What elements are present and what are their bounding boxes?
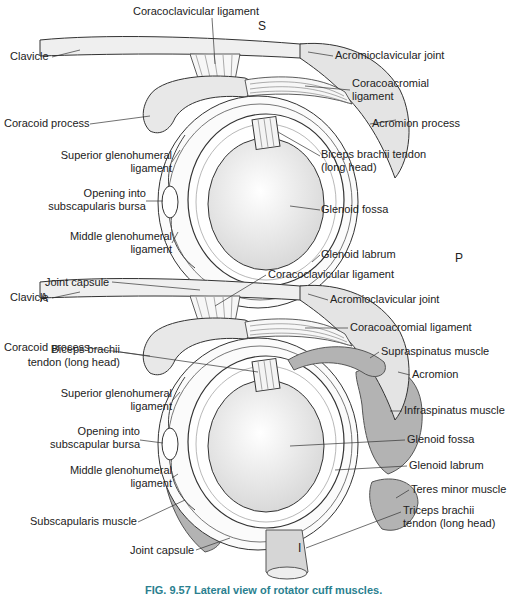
muscle-overlays [266,347,385,579]
part-label: Supraspinatus muscle [381,345,489,358]
part-label: Superior glenohumeral ligament [50,387,172,413]
part-label: Teres minor muscle [411,483,506,496]
part-label: Clavicle [10,50,49,63]
bottom-bones [40,279,409,550]
part-label: Acromioclavicular joint [330,293,439,306]
part-label: Acromion process [372,117,460,130]
part-label: Glenoid labrum [321,248,396,261]
part-label: Triceps brachii tendon (long head) [403,504,507,530]
part-label: Coracoclavicular ligament [268,268,394,281]
part-label: Middle glenohumeral ligament [50,230,172,256]
part-label: Clavicle [10,291,49,304]
part-label: Glenoid fossa [407,433,474,446]
part-label: Coracoacromial ligament [352,77,444,103]
part-label: Glenoid labrum [409,459,484,472]
part-label: Biceps brachii tendon (long head) [321,148,431,174]
part-label: Opening into subscapular bursa [30,425,140,451]
part-label: S [258,20,266,33]
part-label: Joint capsule [130,544,194,557]
part-label: Coracoid process [4,117,90,130]
part-label: Acromion [412,368,458,381]
part-label: Coracoclavicular ligament [133,5,259,18]
part-label: Opening into subscapularis bursa [36,187,146,213]
part-label: Superior glenohumeral ligament [50,149,172,175]
part-label: P [455,252,463,265]
part-label: Biceps brachii tendon (long head) [26,343,120,369]
part-label: Glenoid fossa [321,203,388,216]
part-label: Coracoacromial ligament [350,321,472,334]
figure-caption: FIG. 9.57 Lateral view of rotator cuff m… [145,584,382,596]
part-label: I [298,542,301,555]
part-label: Subscapularis muscle [30,515,137,528]
part-label: Joint capsule [45,276,109,289]
part-label: Acromioclavicular joint [335,49,444,62]
part-label: Middle glenohumeral ligament [50,464,172,490]
part-label: Infraspinatus muscle [404,404,505,417]
